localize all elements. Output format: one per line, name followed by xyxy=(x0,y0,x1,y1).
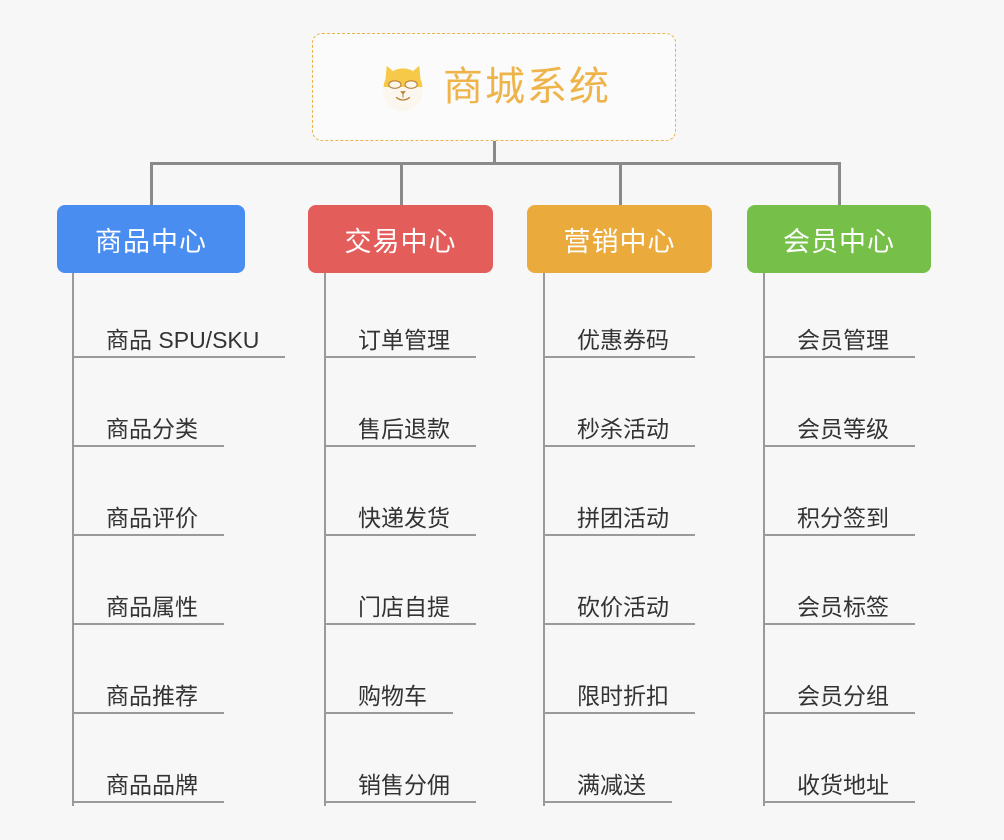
leaf-item[interactable]: 门店自提 xyxy=(324,595,476,625)
leaf-item-label: 商品属性 xyxy=(106,594,198,620)
leaf-item[interactable]: 会员等级 xyxy=(763,417,915,447)
category-label-product-center: 商品中心 xyxy=(95,226,207,257)
leaf-item[interactable]: 快递发货 xyxy=(324,506,476,536)
leaf-item-label: 优惠券码 xyxy=(577,327,669,353)
connector-drop-4 xyxy=(838,162,841,206)
leaf-item-label: 会员管理 xyxy=(797,327,889,353)
connector-root-stem xyxy=(493,141,496,164)
leaf-item-label: 商品品牌 xyxy=(106,772,198,798)
leaf-item-label: 销售分佣 xyxy=(358,772,450,798)
leaf-item[interactable]: 商品属性 xyxy=(72,595,224,625)
leaf-item[interactable]: 会员管理 xyxy=(763,328,915,358)
category-box-trade-center[interactable]: 交易中心 xyxy=(308,205,493,273)
connector-horizontal-bus xyxy=(150,162,840,165)
leaf-item[interactable]: 商品分类 xyxy=(72,417,224,447)
leaf-column-trade-center: 订单管理 售后退款 快递发货 门店自提 购物车 销售分佣 xyxy=(324,273,534,808)
leaf-item-label: 售后退款 xyxy=(358,416,450,442)
category-box-member-center[interactable]: 会员中心 xyxy=(747,205,931,273)
connector-drop-2 xyxy=(400,162,403,206)
leaf-item-label: 会员等级 xyxy=(797,416,889,442)
root-title: 商城系统 xyxy=(443,65,611,109)
leaf-spine xyxy=(543,273,545,806)
leaf-item-label: 商品分类 xyxy=(106,416,198,442)
leaf-item-label: 拼团活动 xyxy=(577,505,669,531)
leaf-column-product-center: 商品 SPU/SKU 商品分类 商品评价 商品属性 商品推荐 商品品牌 xyxy=(72,273,286,808)
leaf-item-label: 订单管理 xyxy=(358,327,450,353)
leaf-item[interactable]: 拼团活动 xyxy=(543,506,695,536)
leaf-item[interactable]: 会员分组 xyxy=(763,684,915,714)
root-node[interactable]: 商城系统 xyxy=(312,33,676,141)
leaf-item-label: 秒杀活动 xyxy=(577,416,669,442)
leaf-item[interactable]: 商品推荐 xyxy=(72,684,224,714)
leaf-item-label: 商品 SPU/SKU xyxy=(106,327,260,353)
leaf-item[interactable]: 商品 SPU/SKU xyxy=(72,327,286,358)
leaf-item-label: 满减送 xyxy=(577,772,646,798)
leaf-spine xyxy=(72,273,74,806)
leaf-item-label: 收货地址 xyxy=(797,772,889,798)
connector-drop-3 xyxy=(619,162,622,206)
leaf-item-label: 门店自提 xyxy=(358,594,450,620)
leaf-item[interactable]: 限时折扣 xyxy=(543,684,695,714)
leaf-item[interactable]: 会员标签 xyxy=(763,595,915,625)
leaf-item-label: 商品评价 xyxy=(106,505,198,531)
leaf-item[interactable]: 收货地址 xyxy=(763,773,915,803)
leaf-item[interactable]: 优惠券码 xyxy=(543,328,695,358)
leaf-spine xyxy=(763,273,765,806)
category-label-trade-center: 交易中心 xyxy=(344,226,457,257)
leaf-item[interactable]: 砍价活动 xyxy=(543,595,695,625)
category-box-product-center[interactable]: 商品中心 xyxy=(57,205,245,273)
leaf-item-label: 会员分组 xyxy=(797,683,889,709)
leaf-column-member-center: 会员管理 会员等级 积分签到 会员标签 会员分组 收货地址 xyxy=(763,273,973,808)
leaf-item-label: 会员标签 xyxy=(797,594,889,620)
leaf-column-marketing-center: 优惠券码 秒杀活动 拼团活动 砍价活动 限时折扣 满减送 xyxy=(543,273,753,808)
leaf-item-label: 商品推荐 xyxy=(106,683,198,709)
category-label-marketing-center: 营销中心 xyxy=(563,226,676,257)
leaf-item[interactable]: 销售分佣 xyxy=(324,773,476,803)
leaf-item-label: 快递发货 xyxy=(358,505,450,531)
leaf-spine xyxy=(324,273,326,806)
leaf-item[interactable]: 满减送 xyxy=(543,773,672,803)
leaf-item[interactable]: 订单管理 xyxy=(324,328,476,358)
leaf-item[interactable]: 购物车 xyxy=(324,684,453,714)
leaf-item[interactable]: 商品评价 xyxy=(72,506,224,536)
dog-face-icon xyxy=(377,61,429,113)
category-label-member-center: 会员中心 xyxy=(783,226,895,257)
leaf-item-label: 购物车 xyxy=(358,683,427,709)
leaf-item-label: 限时折扣 xyxy=(577,683,669,709)
leaf-item[interactable]: 售后退款 xyxy=(324,417,476,447)
leaf-item[interactable]: 商品品牌 xyxy=(72,773,224,803)
leaf-item[interactable]: 积分签到 xyxy=(763,506,915,536)
leaf-item-label: 积分签到 xyxy=(797,505,889,531)
leaf-item[interactable]: 秒杀活动 xyxy=(543,417,695,447)
leaf-item-label: 砍价活动 xyxy=(577,594,669,620)
connector-drop-1 xyxy=(150,162,153,206)
category-box-marketing-center[interactable]: 营销中心 xyxy=(527,205,712,273)
